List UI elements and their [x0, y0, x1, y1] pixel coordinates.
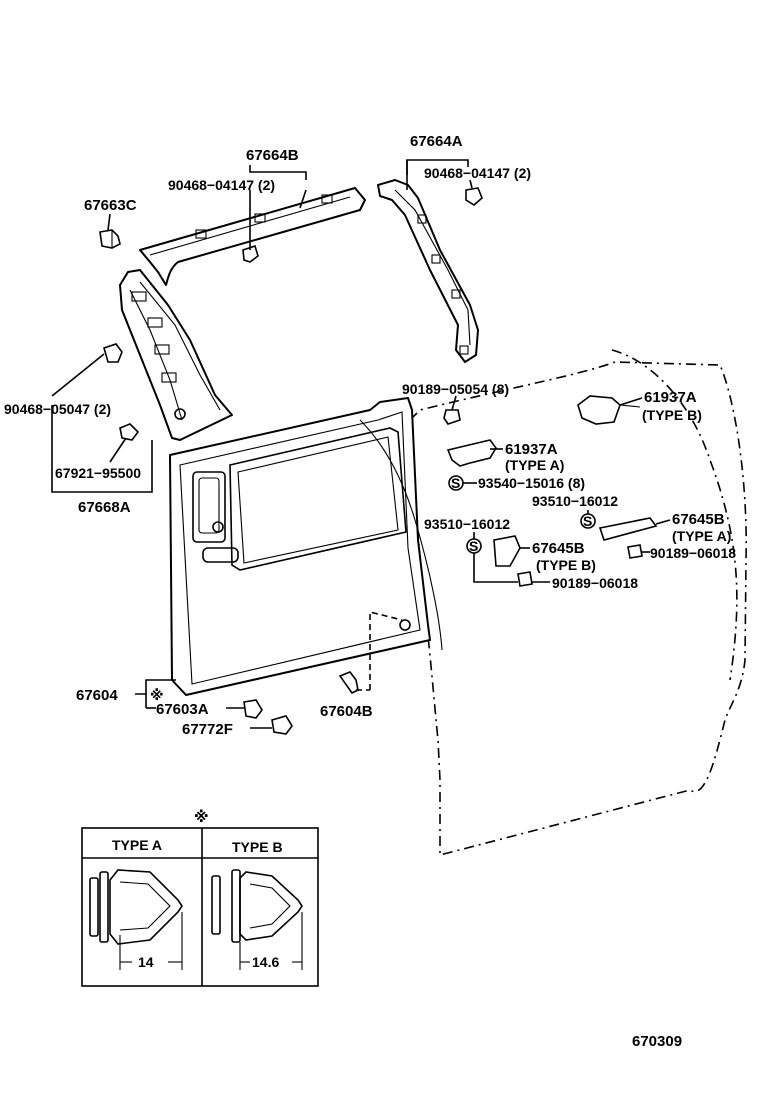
clip-67921-95500 [119, 423, 140, 441]
bracket-61937A-type-b [577, 395, 641, 425]
label-67645B-b: 67645B [532, 540, 585, 557]
label-93540-15016: 93540−15016 (8) [478, 475, 585, 491]
type-a-dimension: 14 [138, 954, 154, 970]
clip-90468-05047 [103, 343, 123, 363]
back-door-trim-panel [169, 397, 443, 696]
clip-90189-05054 [443, 409, 461, 425]
callout-labels: 67664B 90468−04147 (2) 67664A 90468−0414… [4, 133, 736, 738]
label-67604B: 67604B [320, 703, 373, 720]
clip-67663C [99, 229, 121, 249]
label-67921-95500: 67921−95500 [55, 465, 141, 481]
svg-text:S: S [583, 513, 592, 529]
type-a-clip-drawing: 14 [89, 869, 183, 970]
inset-type-b-label: TYPE B [232, 839, 283, 855]
inset-type-a-label: TYPE A [112, 837, 162, 853]
label-90189-05054: 90189−05054 (8) [402, 381, 509, 397]
label-90468-05047: 90468−05047 (2) [4, 401, 111, 417]
label-61937A-a: 61937A [505, 441, 558, 458]
bracket-61937A-type-a [446, 439, 497, 467]
label-67668A: 67668A [78, 499, 131, 516]
nut-90189-06018-b [517, 571, 533, 587]
label-67604: 67604 [76, 687, 118, 704]
label-93510-16012-a: 93510−16012 [532, 493, 618, 509]
clip-67603A [243, 699, 263, 719]
label-90189-06018-b: 90189−06018 [552, 575, 638, 591]
clip-90468-04147-right [465, 187, 483, 206]
label-67664B: 67664B [246, 147, 299, 164]
diagram-code: 670309 [632, 1033, 682, 1050]
s-mark-93540: S [448, 475, 464, 491]
star-mark-67604: ※ [150, 687, 164, 703]
clip-67772F [271, 715, 293, 735]
pillar-trim-67668A [119, 269, 233, 441]
s-mark-93510-b: S [466, 538, 482, 554]
upper-trim-67664A [377, 179, 479, 363]
label-93510-16012-b: 93510−16012 [424, 516, 510, 532]
svg-text:S: S [469, 538, 478, 554]
label-67664A: 67664A [410, 133, 463, 150]
type-b-dimension: 14.6 [252, 954, 279, 970]
label-67772F: 67772F [182, 721, 233, 738]
label-67645B-a-type: (TYPE A) [672, 528, 731, 544]
label-61937A-b-type: (TYPE B) [642, 407, 702, 423]
inset-marker: ※ [194, 808, 209, 826]
label-67663C: 67663C [84, 197, 137, 214]
label-90468-04147-left: 90468−04147 (2) [168, 177, 275, 193]
label-67603A: 67603A [156, 701, 209, 718]
nut-90189-06018-a [627, 544, 643, 559]
clip-type-inset: ※ TYPE A TYPE B 14 14.6 [81, 808, 319, 987]
svg-text:S: S [451, 475, 460, 491]
bracket-67645B-type-b [493, 535, 521, 567]
leader-lines [51, 159, 671, 729]
label-90468-04147-right: 90468−04147 (2) [424, 165, 531, 181]
label-61937A-b: 61937A [644, 389, 697, 406]
s-mark-93510-a: S [580, 513, 596, 529]
screw-67604B [338, 671, 359, 695]
bracket-67645B-type-a [598, 517, 658, 541]
label-61937A-a-type: (TYPE A) [505, 457, 564, 473]
type-b-clip-drawing: 14.6 [211, 869, 303, 970]
label-90189-06018-a: 90189−06018 [650, 545, 736, 561]
upper-trim-67664B [139, 187, 366, 286]
back-door-outline [409, 349, 748, 857]
label-67645B-b-type: (TYPE B) [536, 557, 596, 573]
label-67645B-a: 67645B [672, 511, 725, 528]
